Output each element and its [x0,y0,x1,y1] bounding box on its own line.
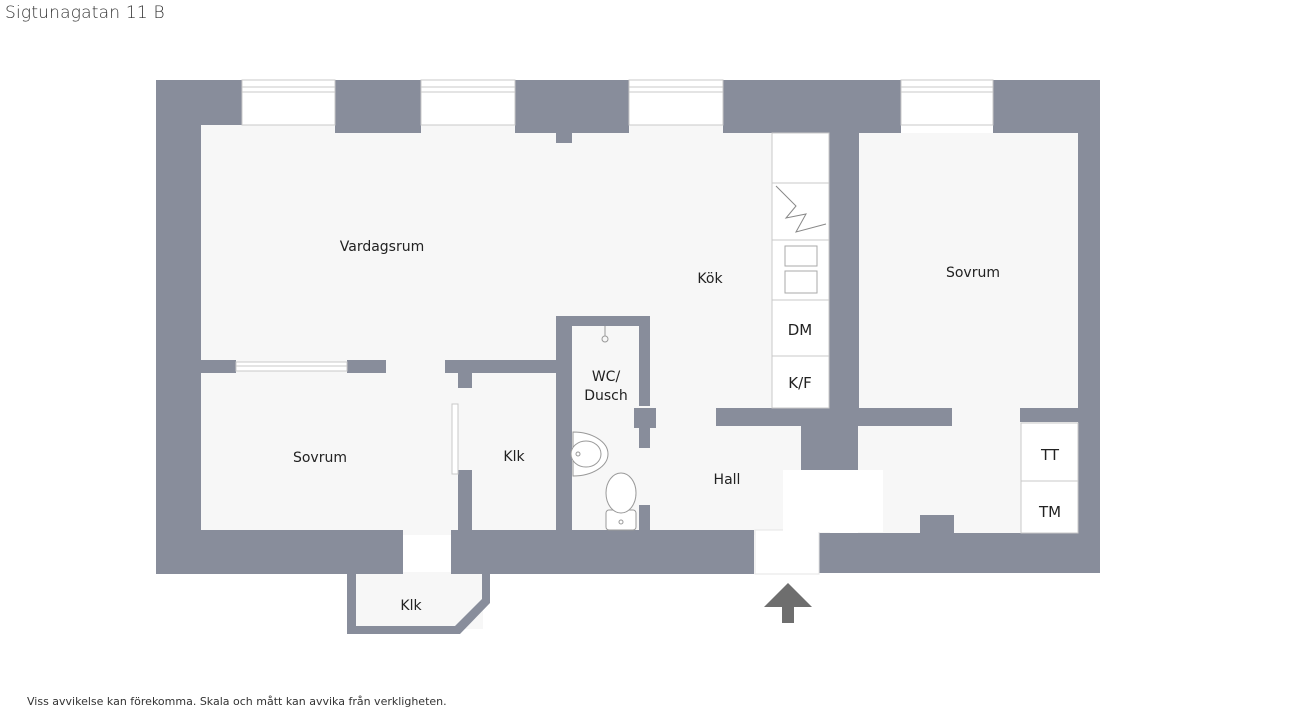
stove-icon [784,245,818,294]
windows [235,79,994,372]
room-label-klk-bottom: Klk [400,598,422,614]
room-label-vardagsrum: Vardagsrum [340,239,425,255]
room-label-sovrum-right: Sovrum [946,265,1000,281]
shower-icon [601,326,609,343]
room-label-wc-line1: WC/ [592,369,621,385]
room-label-sovrum-left: Sovrum [293,450,347,466]
laundry-cabinet [1020,422,1079,534]
room-label-wc-line2: Dusch [584,388,628,404]
appliance-label-kf: K/F [788,374,812,392]
plan-title: Sigtunagatan 11 B [5,3,165,23]
room-label-hall: Hall [714,472,741,488]
entrance-arrow-icon [764,583,812,623]
closet-door [451,403,459,475]
room-label-kok: Kök [697,271,723,287]
break-line [775,185,827,233]
appliance-label-tt: TT [1040,446,1060,464]
floor-main [200,125,830,535]
hall-opening [783,470,883,532]
toilet-icon [605,472,637,531]
entrance-opening [754,529,820,575]
appliance-label-dm: DM [788,321,813,339]
disclaimer-text: Viss avvikelse kan förekomma. Skala och … [27,695,447,708]
room-label-klk-center: Klk [503,449,525,465]
appliance-label-tm: TM [1038,503,1061,521]
walls [156,80,1100,634]
sink-icon [570,431,609,477]
